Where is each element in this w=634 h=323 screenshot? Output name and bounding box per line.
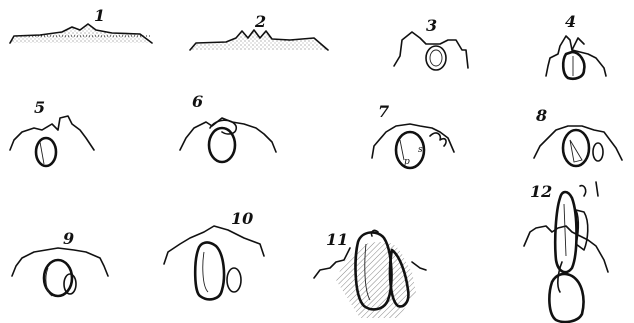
- figure-11-label: 11: [326, 230, 348, 249]
- figure-12-label: 12: [530, 182, 552, 201]
- figure-8-label: 8: [535, 106, 547, 125]
- figure-10: [164, 226, 264, 299]
- figure-7: s p: [372, 124, 454, 168]
- figure-12: [524, 182, 608, 322]
- figure-7-label: 7: [378, 102, 389, 121]
- figure-5: [10, 116, 94, 166]
- figure-9-label: 9: [63, 229, 74, 248]
- figure-8: [534, 126, 622, 166]
- figure-6-label: 6: [192, 92, 203, 111]
- figure-3: [394, 32, 468, 70]
- figure-2-label: 2: [254, 12, 266, 31]
- figure-6: [180, 118, 276, 162]
- figure-5-label: 5: [34, 98, 45, 117]
- figure-10-label: 10: [231, 209, 253, 228]
- fig7-p-label: p: [404, 157, 410, 167]
- figure-3-label: 3: [426, 16, 437, 35]
- figure-4-label: 4: [565, 12, 576, 31]
- figure-1: [10, 24, 152, 43]
- fig7-s-label: s: [418, 145, 423, 155]
- figure-4: [546, 36, 606, 79]
- figure-2: [190, 30, 328, 50]
- figure-9: [12, 248, 108, 296]
- figure-1-label: 1: [94, 6, 105, 25]
